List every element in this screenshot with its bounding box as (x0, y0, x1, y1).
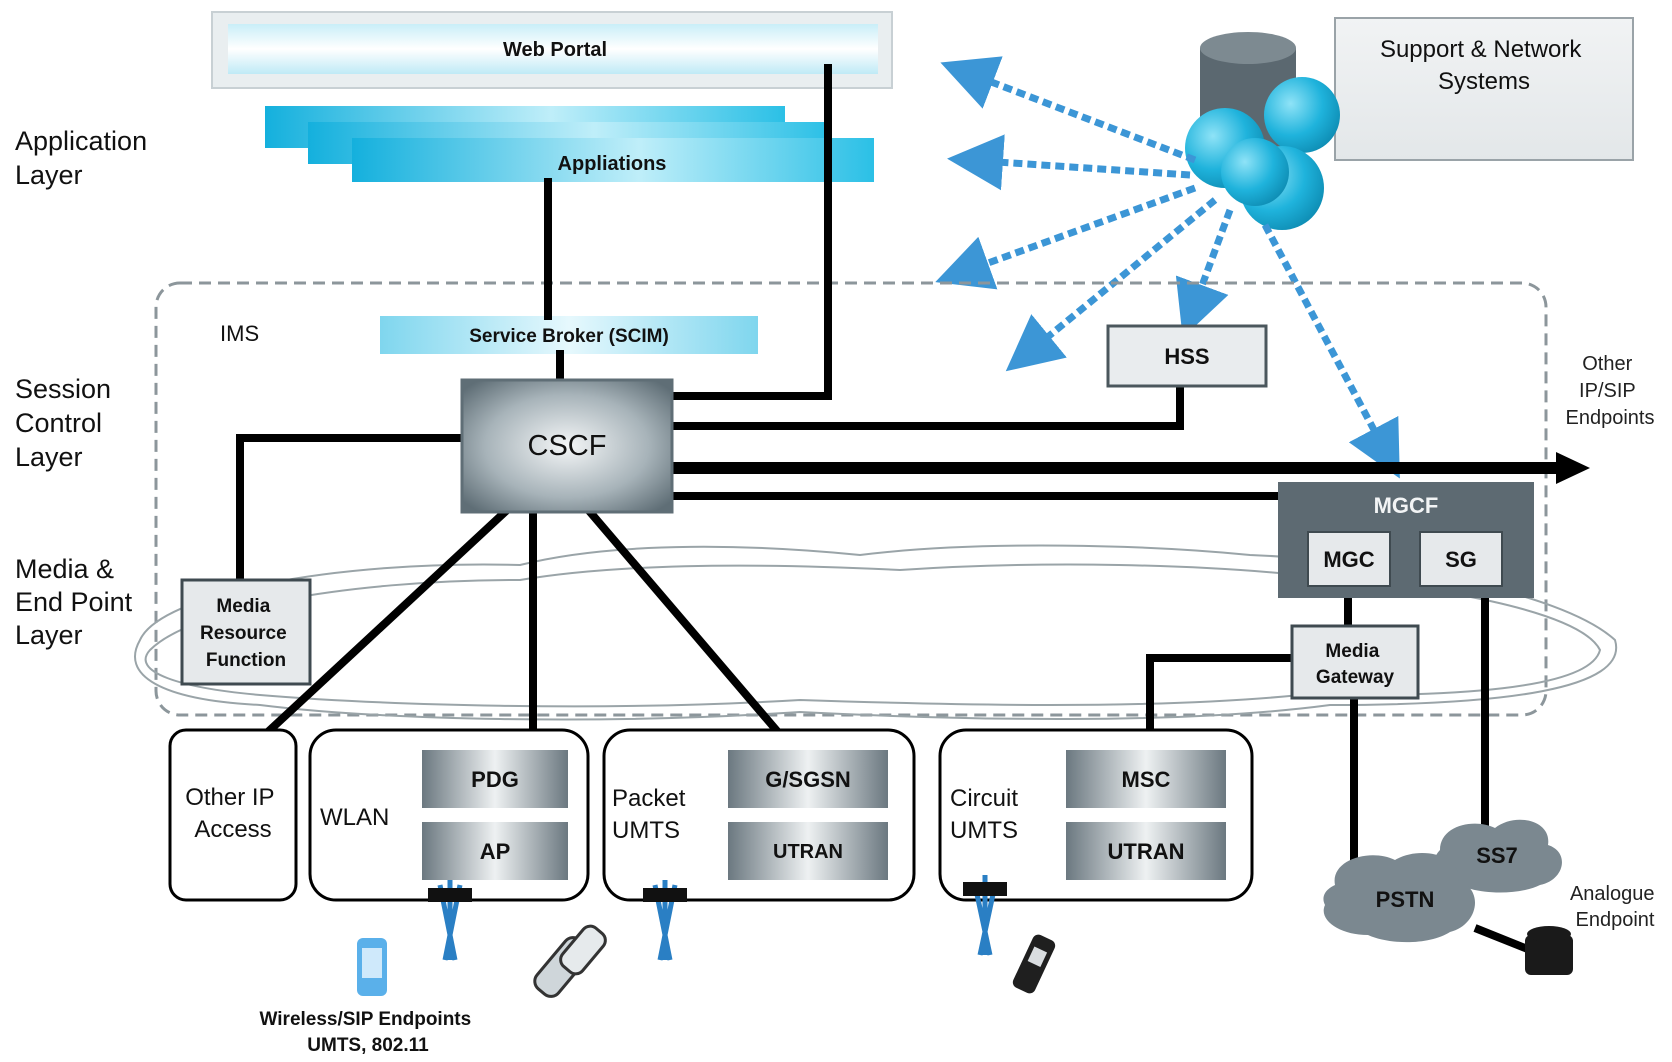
analogue-endpoint-label: Analogue Endpoint (1570, 883, 1660, 931)
endpoint-arrow (672, 452, 1590, 484)
circuit-umts-access: Circuit UMTS MSC UTRAN (938, 728, 1254, 902)
msc-label: MSC (1122, 767, 1171, 792)
mrf-label: Media Resource Function (200, 596, 292, 671)
analogue-link (1473, 924, 1532, 954)
applications: Appliations (265, 106, 874, 182)
applications-label: Appliations (558, 153, 667, 175)
wlan-label: WLAN (320, 804, 389, 831)
cscf-label: CSCF (528, 430, 607, 462)
hss-node: HSS (1106, 324, 1268, 388)
pdg-label: PDG (471, 767, 519, 792)
gsgsn-label: G/SGSN (765, 767, 851, 792)
mgcf-label: MGCF (1374, 493, 1439, 518)
signalling-lines (236, 64, 1489, 884)
web-portal: Web Portal (211, 11, 893, 89)
service-broker-label: Service Broker (SCIM) (469, 326, 669, 347)
antenna-tower-icon (643, 880, 687, 961)
ims-label: IMS (220, 321, 259, 346)
circuit-umts-label: Circuit UMTS (950, 785, 1025, 844)
wireless-endpoints-label: Wireless/SIP Endpoints UMTS, 802.11 (260, 1009, 477, 1056)
support-network-systems: Support & Network Systems (1334, 17, 1634, 161)
other-endpoints-label: Other IP/SIP Endpoints (1566, 353, 1655, 429)
wlan-access: WLAN PDG AP (308, 728, 590, 902)
management-arrows (935, 56, 1400, 479)
mgcf-node: MGCF MGC SG (1278, 482, 1534, 598)
antenna-tower-icon (963, 875, 1007, 956)
flip-phone-icon (533, 924, 607, 998)
media-gateway-node: Media Gateway (1290, 624, 1420, 700)
ap-label: AP (480, 839, 511, 864)
network-cloud-icon (1185, 77, 1340, 230)
other-ip-access: Other IP Access (168, 728, 298, 902)
packet-umts-access: Packet UMTS G/SGSN UTRAN (602, 728, 916, 902)
mrf-node: Media Resource Function (180, 578, 312, 686)
web-portal-label: Web Portal (503, 39, 607, 61)
mobile-phone-icon (1012, 934, 1056, 994)
service-broker: Service Broker (SCIM) (380, 316, 758, 354)
packet-umts-label: Packet UMTS (612, 785, 692, 844)
mgc-label: MGC (1323, 547, 1374, 572)
pstn-label: PSTN (1376, 887, 1435, 912)
media-endpoint-layer-label: Media & End Point Layer (15, 554, 140, 650)
antenna-tower-icon (428, 880, 472, 961)
other-ip-access-label: Other IP Access (185, 784, 281, 843)
hss-label: HSS (1164, 344, 1209, 369)
session-control-layer-label: Session Control Layer (15, 374, 119, 472)
media-gateway-label: Media Gateway (1316, 641, 1395, 688)
pda-device-icon (357, 938, 387, 996)
utran-circuit-label: UTRAN (1108, 839, 1185, 864)
ss7-label: SS7 (1476, 843, 1518, 868)
application-layer-label: Application Layer (15, 126, 155, 190)
pstn-ss7-cloud: SS7 PSTN (1323, 819, 1562, 943)
utran-packet-label: UTRAN (773, 841, 843, 863)
support-label: Support & Network Systems (1380, 36, 1588, 95)
sg-label: SG (1445, 547, 1477, 572)
analogue-phone-icon (1525, 926, 1573, 975)
cscf-node: CSCF (460, 378, 674, 514)
